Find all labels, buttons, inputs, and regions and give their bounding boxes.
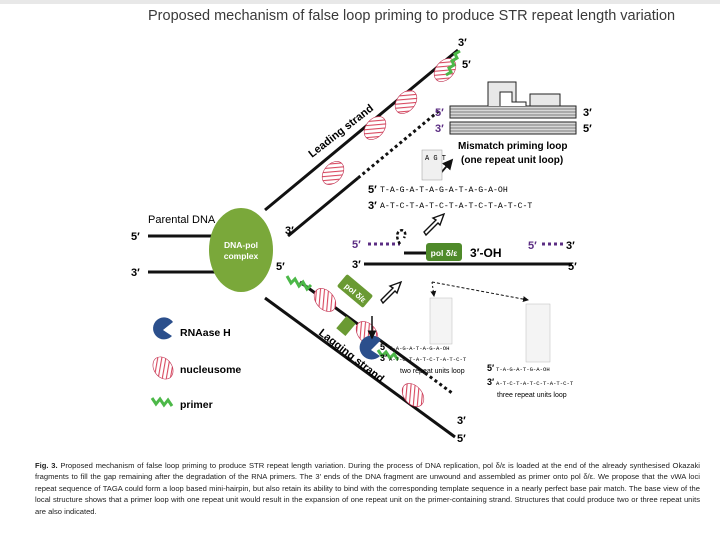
legend: RNAase H nucleusome primer: [150, 317, 241, 411]
nucleosome-icon: [394, 90, 418, 114]
panel-right-5prime-bottom: 5′: [568, 261, 577, 273]
nucleosome-icon: [363, 116, 387, 140]
panel-right-3prime: 3′: [566, 240, 575, 252]
panel-3prime: 3′: [352, 259, 361, 271]
two-units-loop: 5′ 3′ T-A-G-A-T-A-G-A-OH A-T-C-T-A-T-C-T…: [380, 281, 467, 375]
leading-5prime-top: 5′: [462, 59, 471, 71]
panel-5prime-purple: 5′: [352, 239, 361, 251]
hatched-oval-icon: [152, 356, 174, 380]
seq-bottom: A-T-C-T-A-T-C-T-A-T-C-T-A-T-C-T: [380, 202, 532, 211]
pol-delta-lagging: pol δ/ε: [337, 274, 373, 308]
mismatch-loop-graphic: 5′ 3′ 3′ 5′ Mismatch priming loop (one r…: [435, 81, 592, 175]
okazaki-fragment-icon: [336, 316, 356, 336]
three-units-3prime: 3′: [487, 377, 494, 387]
three-oh-label: 3′-OH: [470, 246, 502, 260]
seq-5prime: 5′: [368, 184, 377, 196]
caption-lead: Fig. 3.: [35, 461, 58, 470]
nucleosome-icon: [313, 288, 337, 312]
leading-nucleosomes: [321, 58, 457, 185]
nucleosome-icon: [401, 383, 425, 407]
lagging-5prime-fork: 5′: [276, 261, 285, 273]
seq-top: T-A-G-A-T-A-G-A-T-A-G-A-OH: [380, 186, 508, 195]
legend-primer: primer: [180, 399, 213, 411]
mismatch-right-3prime: 3′: [583, 107, 592, 119]
two-units-3prime: 3′: [380, 353, 387, 363]
parental-dna-label: Parental DNA: [148, 214, 216, 226]
lagging-5prime-bottom: 5′: [457, 433, 466, 445]
leading-3prime-top: 3′: [458, 37, 467, 49]
mismatch-5prime: 5′: [435, 107, 444, 119]
two-units-top: T-A-G-A-T-A-G-A-OH: [389, 345, 449, 352]
top-border: [0, 0, 720, 4]
three-units-top: T-A-G-A-T-G-A-OH: [496, 366, 550, 373]
mismatch-right-5prime: 5′: [583, 123, 592, 135]
mismatch-title-2: (one repeat unit loop): [461, 155, 563, 166]
dna-pol-label-1: DNA-pol: [224, 240, 258, 250]
dna-pol-label-2: complex: [224, 251, 259, 261]
legend-rnaase-h: RNAase H: [180, 327, 231, 339]
mismatch-3prime: 3′: [435, 123, 444, 135]
parental-3prime: 3′: [131, 267, 140, 279]
primer-icon: [285, 275, 313, 292]
leading-3prime-fork: 3′: [285, 225, 294, 237]
nucleosome-icon: [321, 161, 345, 185]
one-loop-sequence: A G T 5′ 3′ T-A-G-A-T-A-G-A-T-A-G-A-OH A…: [368, 149, 532, 212]
primer-icon: [376, 349, 400, 361]
three-units-loop: 5′ 3′ T-A-G-A-T-G-A-OH A-T-C-T-A-T-C-T-A…: [431, 281, 574, 399]
three-units-5prime: 5′: [487, 363, 494, 373]
three-units-label: three repeat units loop: [497, 392, 567, 399]
lagging-3prime-bottom: 3′: [457, 415, 466, 427]
legend-nucleosome: nucleusome: [180, 364, 241, 376]
panel-right-5prime: 5′: [528, 240, 537, 252]
seq-3prime: 3′: [368, 200, 377, 212]
two-units-5prime: 5′: [380, 342, 387, 352]
open-arrow-icon: [380, 280, 403, 305]
open-arrow-icon: [423, 212, 446, 237]
loop-icon: [396, 229, 407, 245]
parental-5prime: 5′: [131, 231, 140, 243]
two-units-label: two repeat units loop: [400, 368, 465, 375]
pol-delta-panel-label: pol δ/ε: [431, 248, 458, 258]
loop-letters: A G T: [425, 155, 446, 163]
dna-pol-complex: DNA-pol complex: [209, 208, 273, 292]
rnaase-h-icon: [359, 335, 381, 360]
three-units-bottom: A-T-C-T-A-T-C-T-A-T-C-T: [496, 380, 574, 387]
pacman-icon: [153, 317, 173, 340]
page-title: Proposed mechanism of false loop priming…: [148, 8, 676, 24]
caption-text: Proposed mechanism of false loop priming…: [35, 461, 700, 516]
figure-caption: Fig. 3. Proposed mechanism of false loop…: [35, 460, 700, 517]
zigzag-icon: [150, 396, 174, 408]
mechanism-diagram: Parental DNA 5′ 3′ 3′ 5′ 3′ Leading stra…: [131, 37, 592, 445]
parental-dna: Parental DNA 5′ 3′: [131, 214, 222, 279]
pol-delta-panel: 5′ 3′ pol δ/ε 3′-OH 5′ 3′ 5′: [352, 229, 577, 273]
mismatch-title-1: Mismatch priming loop: [458, 141, 567, 152]
two-units-bottom: A-T-C-T-A-T-C-T-A-T-C-T: [389, 356, 467, 363]
primer-icon: [445, 49, 461, 77]
